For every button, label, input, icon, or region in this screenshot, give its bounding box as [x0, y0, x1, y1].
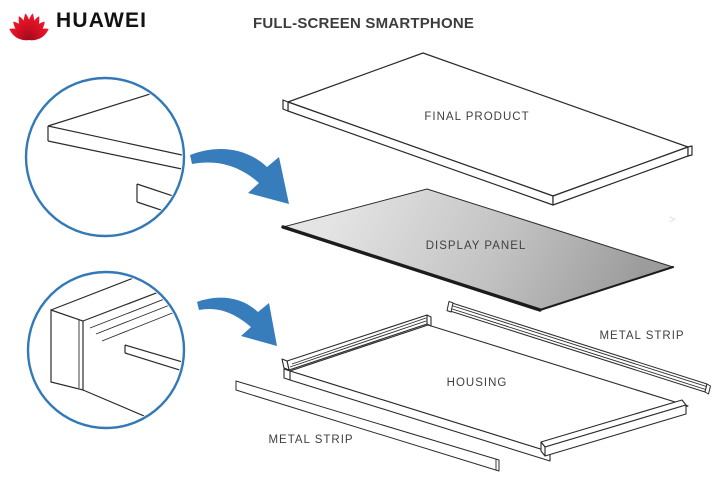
detail-callout-circle-top: [24, 76, 186, 238]
label-display-panel: DISPLAY PANEL: [425, 240, 527, 252]
faint-cursor-mark: >: [669, 214, 676, 226]
display-panel-sheet: [281, 188, 675, 312]
huawei-petals: [9, 13, 49, 41]
final-product-slab: [282, 52, 693, 206]
metal-strip-right-shape: [446, 301, 711, 395]
curved-arrow-bottom-icon: [197, 297, 277, 346]
housing-back-rail: [281, 314, 432, 371]
housing-slab: [281, 314, 689, 462]
label-metal-strip-right: METAL STRIP: [599, 330, 685, 342]
housing-front-rail: [540, 399, 687, 457]
detail-callout-circle-bottom: [26, 270, 186, 430]
label-housing: HOUSING: [446, 377, 508, 389]
curved-arrow-top-icon: [190, 148, 289, 204]
huawei-logo-icon: [9, 13, 49, 41]
brand-wordmark: HUAWEI: [56, 9, 148, 32]
label-metal-strip-bottom: METAL STRIP: [268, 434, 354, 446]
metal-strip-bottom-shape: [235, 380, 500, 472]
page-title: FULL-SCREEN SMARTPHONE: [253, 15, 475, 32]
label-final-product: FINAL PRODUCT: [424, 111, 530, 123]
